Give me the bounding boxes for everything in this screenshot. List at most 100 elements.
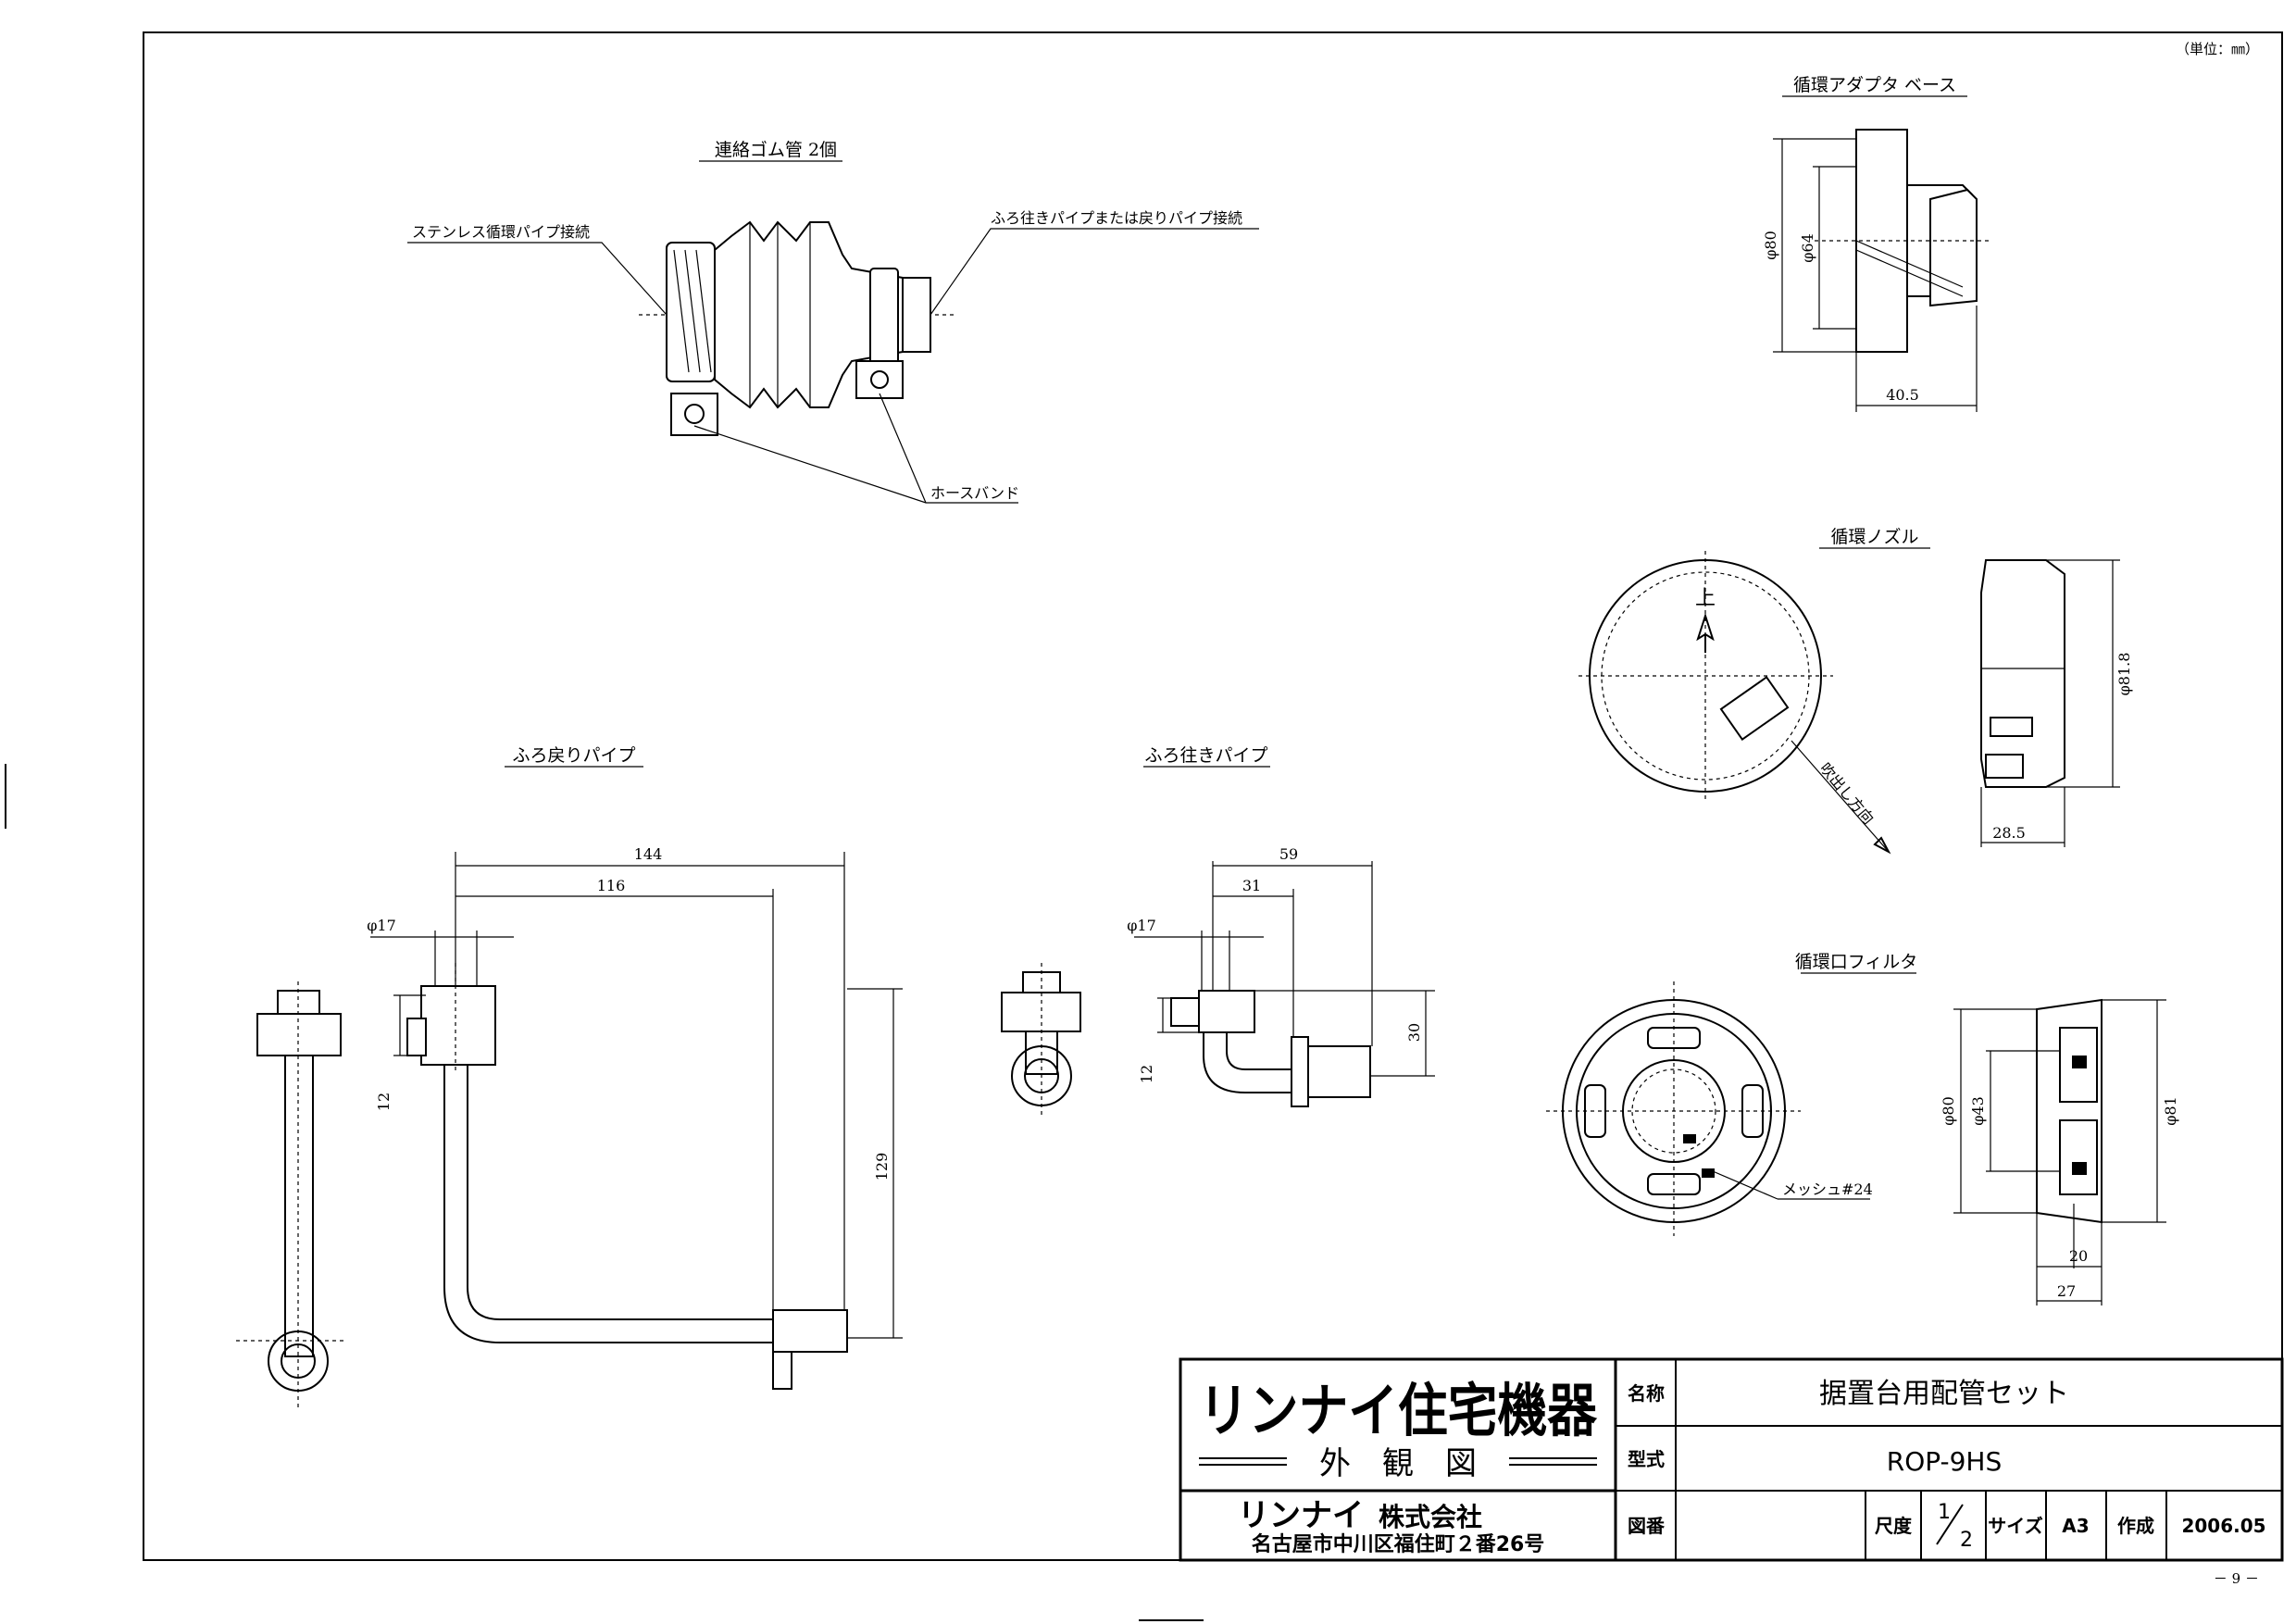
dim-phi81-8: φ81.8 [2115,653,2133,696]
return-pipe-title: ふろ戻りパイプ [512,745,635,766]
dim-27: 27 [2057,1282,2076,1300]
nozzle-up-arrow [1696,612,1715,653]
filter-view: 循環口フィルタ メッシュ#24 φ80 φ43 φ81 [1546,952,2179,1305]
company-logo: リンナイ住宅機器 [1199,1377,1598,1444]
nozzle-direction-arrow [1791,740,1890,853]
nozzle-side-base [1985,754,2024,779]
value-created: 2006.05 [2181,1515,2265,1537]
dim-12: 12 [375,1093,393,1111]
nozzle-side [1980,559,2065,788]
return-nut [256,1013,342,1056]
right-band-screw-head [870,370,889,389]
return-pipe-bend [443,1065,778,1343]
filter-slot [1584,1084,1606,1138]
leader-band-2 [879,393,927,504]
dim-116: 116 [597,877,626,894]
return-pipe-view: ふろ戻りパイプ 144 116 φ17 12 [236,745,903,1407]
scale-fraction-line [1936,1504,1964,1545]
supply-end-fitting [1304,1045,1371,1098]
value-name: 据置台用配管セット [1819,1378,2069,1410]
unit-note: （単位：㎜） [2176,41,2259,57]
adapter-detail [1855,240,1964,288]
nozzle-title: 循環ノズル [1830,527,1918,547]
nozzle-outlet [1719,676,1790,741]
rubber-tube-title: 連絡ゴム管 2個 [715,140,837,160]
company-suffix: 株式会社 [1379,1502,1482,1532]
supply-thread [1170,997,1200,1027]
right-band-screw [855,360,904,399]
dim-129: 129 [873,1153,891,1181]
return-thread [406,1018,427,1056]
supply-pipe-top [1022,971,1061,993]
label-stainless-connection: ステンレス循環パイプ接続 [412,223,590,241]
nozzle-up-mark: 上 [1695,587,1716,610]
dim-59: 59 [1279,845,1298,863]
dim-phi80: φ80 [1762,231,1779,260]
rubber-tube-view: 連絡ゴム管 2個 ステンレス循環パイプ接続 ふろ往きパイプまたは戻りパイプ接続 … [407,140,1259,504]
filter-side-lower [2059,1119,2098,1195]
left-band-ring [666,242,716,382]
dim-12-supply: 12 [1138,1065,1155,1083]
label-drawing-no: 図番 [1628,1515,1666,1537]
scale-numerator: 1 [1938,1501,1951,1524]
title-block-frame [1179,1357,2284,1562]
right-tube-end [902,277,931,353]
dim-30: 30 [1405,1023,1423,1042]
value-model: ROP-9HS [1887,1446,2003,1477]
left-band-screw-head [684,404,705,424]
supply-pipe-bend-inner [1226,1032,1305,1070]
arrow-head [1873,836,1891,855]
dim-28-5: 28.5 [1992,824,2026,842]
band-coil-line [695,249,712,373]
dim-40-5: 40.5 [1886,386,1919,404]
company-brand: リンナイ [1238,1497,1364,1534]
return-pipe-bend-inner [467,1065,778,1320]
view-type: 外 観 図 [1319,1445,1477,1482]
nozzle-view: 循環ノズル 上 吹出し方向 φ81.8 28.5 [1578,527,2133,855]
dim-20: 20 [2069,1247,2088,1265]
label-model: 型式 [1628,1448,1665,1470]
leader-left [407,242,668,316]
label-scale: 尺度 [1875,1515,1913,1537]
filter-mark [1683,1134,1696,1143]
dim-phi43: φ43 [1969,1096,1987,1126]
filter-front-inner [1631,1068,1716,1154]
label-pipe-connection: ふろ往きパイプまたは戻りパイプ接続 [991,209,1242,227]
return-pipe-vertical [284,1055,314,1357]
supply-pipe-bend [1203,1032,1305,1093]
dim-31: 31 [1242,877,1261,894]
return-end-cap [772,1351,792,1390]
band-coil-line [673,249,690,373]
supply-pipe-view: ふろ往きパイプ 59 31 φ17 12 30 [1001,745,1435,1116]
return-end-fitting [772,1309,848,1353]
supply-pipe-title: ふろ往きパイプ [1144,745,1267,766]
return-nut-front [420,985,496,1066]
mesh-label: メッシュ#24 [1782,1181,1873,1198]
adapter-base-title: 循環アダプタ ベース [1793,75,1956,95]
filter-mark [1702,1168,1715,1178]
mesh-leader [1712,1170,1778,1200]
dim-phi80-filter: φ80 [1940,1096,1957,1126]
nozzle-direction-label: 吹出し方向 [1816,759,1878,828]
page-number: － 9 － [2214,1570,2259,1587]
filter-side-mark [2072,1056,2087,1068]
filter-slot [1647,1027,1701,1049]
dim-phi81: φ81 [2162,1096,2179,1126]
label-name: 名称 [1628,1382,1665,1405]
filter-slot [1741,1084,1764,1138]
label-size: サイズ [1988,1515,2042,1537]
scale-denominator: 2 [1960,1529,1973,1552]
adapter-nozzle [1929,188,1978,307]
left-band-screw [670,393,718,436]
adapter-detail [1855,249,1964,297]
supply-end-cap [1291,1036,1309,1107]
value-size: A3 [2062,1515,2089,1537]
leader-right [930,228,1259,316]
return-pipe-top [277,990,320,1015]
company-address: 名古屋市中川区福住町２番26号 [1252,1532,1545,1556]
label-created: 作成 [2117,1515,2154,1537]
dim-144: 144 [634,845,663,863]
dim-phi17-supply: φ17 [1127,917,1156,934]
nozzle-side-tab [1990,717,2033,737]
